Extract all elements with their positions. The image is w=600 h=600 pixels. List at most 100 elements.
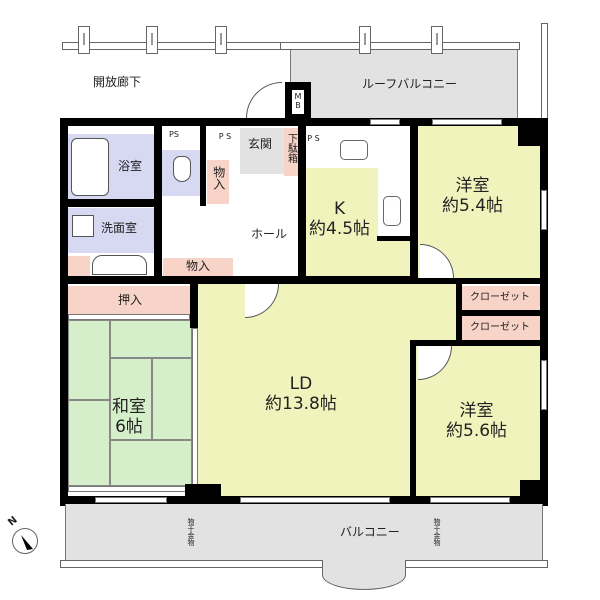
window[interactable] bbox=[541, 360, 547, 410]
rail-post bbox=[431, 26, 443, 54]
wall bbox=[298, 126, 306, 276]
sink-icon bbox=[383, 196, 401, 226]
japanese-label: 和室 6帖 bbox=[112, 397, 146, 437]
ld-name: LD bbox=[289, 374, 313, 394]
tatami bbox=[110, 320, 192, 358]
rail-post bbox=[78, 26, 90, 54]
wall bbox=[410, 126, 418, 284]
outer-wall-right bbox=[540, 118, 548, 506]
washing-machine-icon bbox=[72, 215, 94, 237]
rail-post bbox=[215, 26, 227, 54]
western-2-name: 洋室 bbox=[459, 401, 494, 421]
window[interactable] bbox=[370, 119, 400, 125]
storage-1-label: 物入 bbox=[211, 166, 226, 190]
hall-label: ホール bbox=[251, 227, 288, 241]
rail-post bbox=[359, 26, 371, 54]
toilet-icon bbox=[173, 156, 191, 182]
tatami bbox=[68, 400, 110, 486]
sink-icon bbox=[92, 255, 147, 275]
ps-box: P S bbox=[307, 132, 320, 154]
side-rail bbox=[541, 23, 548, 123]
bathtub-icon bbox=[71, 138, 109, 196]
compass-north-icon bbox=[12, 528, 38, 554]
corridor-rail bbox=[62, 42, 292, 50]
washroom-label: 洗面室 bbox=[101, 221, 138, 235]
corridor-label: 開放廊下 bbox=[93, 75, 142, 89]
shoe-box bbox=[284, 128, 298, 188]
wall bbox=[68, 199, 158, 207]
outer-wall-top bbox=[60, 118, 548, 126]
storage-small bbox=[68, 256, 90, 278]
room-closet-2 bbox=[462, 316, 540, 340]
balcony bbox=[65, 504, 543, 566]
room-kitchen-lower bbox=[306, 240, 410, 276]
roof-balcony-label: ルーフバルコニー bbox=[362, 77, 458, 91]
tatami bbox=[110, 358, 152, 440]
balcony-rail bbox=[60, 560, 548, 568]
hanger-right-label: 物干金物 bbox=[433, 518, 442, 546]
window[interactable] bbox=[95, 497, 167, 503]
wall bbox=[68, 276, 418, 284]
wall bbox=[154, 126, 162, 276]
room-storage-1 bbox=[207, 160, 229, 204]
outer-wall-left bbox=[60, 118, 68, 506]
oshiire-label: 押入 bbox=[118, 293, 143, 307]
wall bbox=[190, 284, 198, 328]
closet-1-label: クローゼット bbox=[470, 292, 530, 303]
room-oshiire bbox=[68, 286, 190, 314]
window[interactable] bbox=[541, 190, 547, 230]
tatami bbox=[68, 320, 110, 400]
window[interactable] bbox=[240, 497, 390, 503]
wall bbox=[518, 126, 542, 146]
room-storage-2 bbox=[163, 258, 233, 276]
mb-box: M B bbox=[292, 90, 304, 114]
wall bbox=[418, 278, 542, 284]
stove-icon bbox=[340, 140, 368, 160]
compass-arrow-icon bbox=[21, 535, 33, 550]
ps-box: PS bbox=[164, 128, 184, 140]
room-closet-1 bbox=[462, 286, 540, 310]
western-2-label: 洋室 約5.6帖 bbox=[446, 401, 508, 441]
wall bbox=[377, 236, 410, 241]
ld-size: 約13.8帖 bbox=[265, 393, 337, 414]
wall bbox=[200, 126, 206, 206]
roof-balcony-rail bbox=[280, 42, 520, 50]
compass-label: N bbox=[6, 514, 20, 529]
japanese-name: 和室 bbox=[112, 397, 146, 417]
wall bbox=[462, 310, 542, 316]
rail-post bbox=[146, 26, 158, 54]
shoe-box-label: 下駄箱 bbox=[285, 133, 297, 163]
room-japanese bbox=[68, 320, 192, 486]
tatami bbox=[152, 358, 192, 440]
entry-door-swing[interactable] bbox=[246, 82, 282, 118]
kitchen-size: 約4.5帖 bbox=[309, 218, 371, 239]
storage-2-label: 物入 bbox=[186, 259, 211, 273]
wall bbox=[520, 480, 542, 500]
wall bbox=[456, 284, 462, 344]
ps-box: P S bbox=[218, 132, 232, 152]
balcony-bay bbox=[322, 560, 406, 590]
balcony-label: バルコニー bbox=[340, 525, 400, 539]
wall bbox=[410, 340, 542, 346]
wall bbox=[410, 340, 416, 500]
window[interactable] bbox=[432, 119, 502, 125]
tatami bbox=[110, 440, 192, 486]
shoji[interactable] bbox=[68, 486, 190, 492]
western-2-size: 約5.6帖 bbox=[446, 420, 508, 441]
ld-label: LD 約13.8帖 bbox=[265, 374, 337, 414]
room-entrance bbox=[240, 128, 284, 174]
japanese-size: 6帖 bbox=[115, 416, 143, 437]
room-ld-ext bbox=[410, 284, 456, 340]
kitchen-name: K bbox=[333, 199, 346, 219]
fusuma[interactable] bbox=[68, 314, 190, 320]
bath-label: 浴室 bbox=[118, 159, 143, 173]
western-1-size: 約5.4帖 bbox=[442, 195, 504, 216]
western-1-name: 洋室 bbox=[455, 176, 490, 196]
room-ld bbox=[198, 284, 410, 496]
hanger-left-label: 物干金物 bbox=[187, 518, 196, 546]
western-1-label: 洋室 約5.4帖 bbox=[442, 176, 504, 216]
kitchen-label: K 約4.5帖 bbox=[309, 199, 371, 239]
closet-2-label: クローゼット bbox=[470, 322, 530, 333]
window[interactable] bbox=[430, 497, 510, 503]
room-hall bbox=[234, 176, 298, 276]
